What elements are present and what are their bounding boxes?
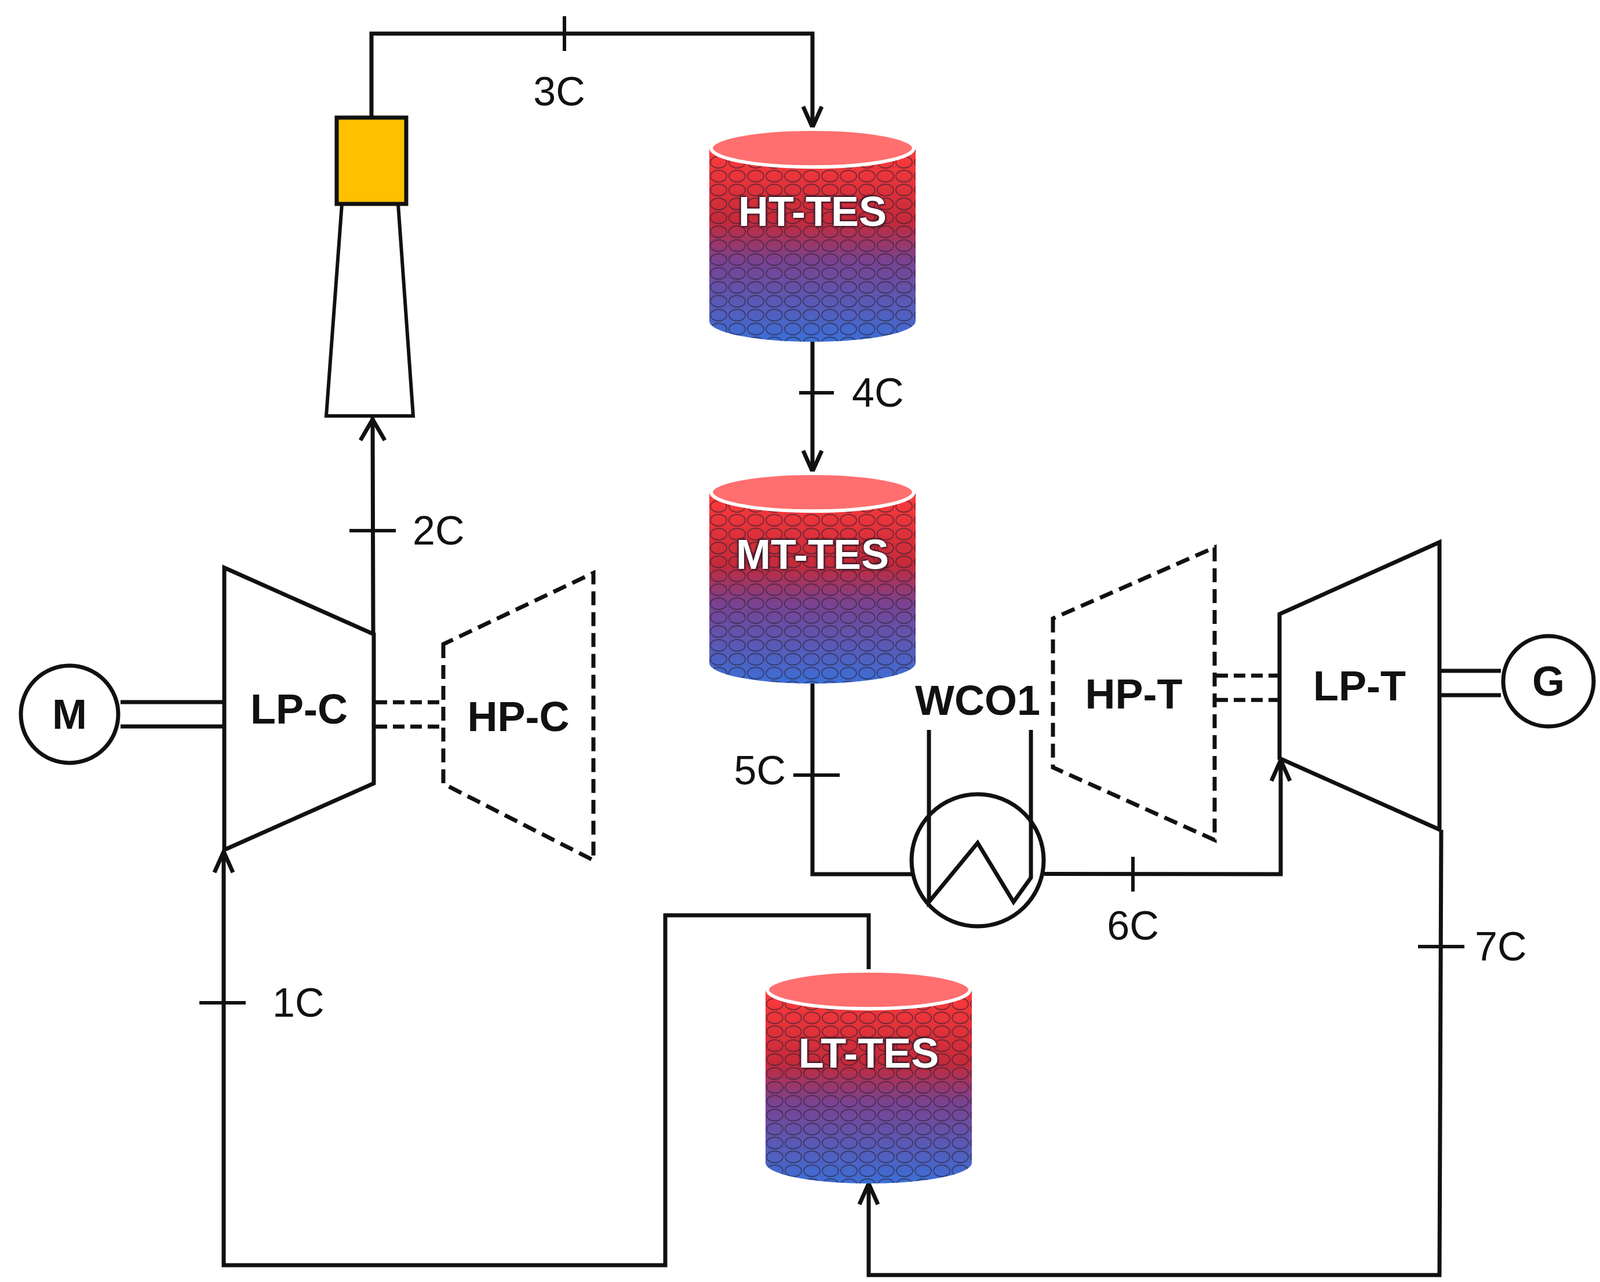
heater-box bbox=[336, 117, 407, 204]
flow-connector bbox=[812, 341, 814, 472]
machine-circle: M bbox=[18, 663, 121, 766]
shaft-connector bbox=[375, 702, 442, 727]
turbomachine: HP-T bbox=[1051, 545, 1217, 843]
storage-tank: MT-TES bbox=[709, 471, 916, 684]
shaft-line bbox=[1216, 698, 1278, 703]
storage-tank: HT-TES bbox=[709, 127, 916, 342]
machine-ring bbox=[20, 665, 119, 764]
tank-top bbox=[711, 129, 914, 167]
node-label: M bbox=[52, 693, 87, 736]
flow-line bbox=[810, 341, 815, 472]
storage-tank-outline bbox=[709, 471, 916, 684]
machine-trapezoid bbox=[1279, 542, 1440, 830]
nozzle-arrowhead bbox=[360, 419, 385, 441]
exchanger-coil bbox=[928, 730, 1031, 903]
node-label: LP-T bbox=[1313, 665, 1406, 707]
shaft-connector bbox=[1441, 671, 1501, 696]
state-point-label: 4C bbox=[851, 372, 904, 414]
state-point-label: 6C bbox=[1106, 905, 1159, 947]
turbomachine: HP-C bbox=[441, 571, 596, 863]
machine-ring bbox=[1503, 636, 1594, 727]
tank-pebbles bbox=[709, 148, 916, 342]
node-label: HP-T bbox=[1085, 673, 1183, 716]
shaft-line bbox=[120, 724, 223, 730]
heat-exchanger: WCO1 bbox=[909, 792, 1046, 929]
node-label: MT-TES bbox=[735, 533, 889, 576]
state-point-label: 1C bbox=[272, 982, 324, 1024]
storage-tank-outline bbox=[765, 969, 972, 1184]
state-point-label: 7C bbox=[1474, 926, 1527, 968]
machine-trapezoid bbox=[443, 573, 594, 861]
heater-nozzle bbox=[326, 203, 414, 417]
node-label: WCO1 bbox=[915, 679, 1041, 722]
shaft-line bbox=[120, 700, 223, 705]
shaft-line bbox=[1441, 668, 1501, 673]
turbomachine: LP-C bbox=[222, 566, 376, 852]
machine-trapezoid bbox=[224, 567, 374, 851]
storage-tank-outline bbox=[709, 127, 916, 342]
shaft-line bbox=[1441, 693, 1501, 698]
tank-top bbox=[711, 473, 914, 512]
node-label: LP-C bbox=[250, 688, 348, 731]
shaft-line bbox=[1216, 673, 1278, 679]
node-label: G bbox=[1532, 660, 1565, 703]
shaft-line bbox=[375, 700, 442, 705]
heat-exchanger-outline bbox=[909, 792, 1046, 929]
tick-marks bbox=[199, 16, 1465, 1004]
turbomachine: LP-T bbox=[1277, 540, 1442, 832]
tank-pebbles bbox=[709, 492, 916, 684]
state-point-label: 5C bbox=[734, 750, 786, 792]
tank-pebbles bbox=[765, 990, 972, 1184]
flow-connector bbox=[812, 683, 913, 875]
machine-circle: G bbox=[1500, 633, 1596, 730]
tank-top bbox=[767, 971, 971, 1009]
tank-body bbox=[709, 492, 916, 684]
node-label: LT-TES bbox=[798, 1032, 940, 1075]
machine-trapezoid bbox=[1052, 547, 1215, 841]
storage-tank: LT-TES bbox=[765, 969, 972, 1184]
shaft-line bbox=[375, 724, 442, 730]
state-point-label: 2C bbox=[412, 510, 465, 552]
tank-body bbox=[765, 990, 972, 1184]
flow-line bbox=[812, 683, 913, 875]
tank-body bbox=[709, 148, 916, 342]
node-label: HT-TES bbox=[738, 190, 887, 233]
shaft-connector bbox=[1216, 675, 1278, 701]
node-label: HP-C bbox=[467, 695, 570, 738]
exchanger-ring bbox=[911, 794, 1044, 927]
shaft-connector bbox=[120, 702, 223, 727]
state-point-label: 3C bbox=[533, 71, 585, 112]
